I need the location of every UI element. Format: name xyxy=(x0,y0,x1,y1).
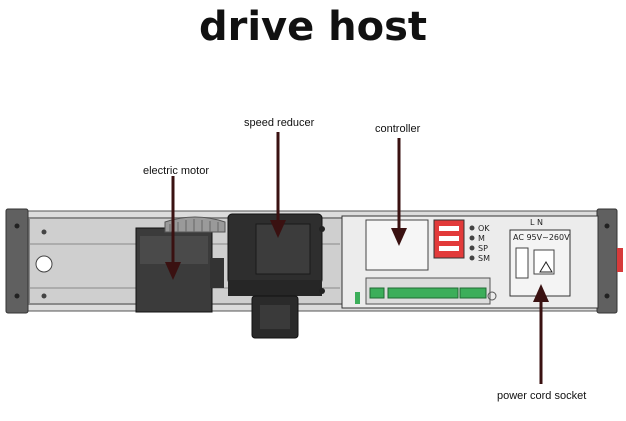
diagram-title: drive host xyxy=(198,4,428,50)
led-label-sm: SM xyxy=(478,254,490,263)
terminal-label: L N xyxy=(530,218,543,227)
label-speed-reducer: speed reducer xyxy=(244,117,315,129)
voltage-label: AC 95V~260V xyxy=(513,233,570,242)
led-label-m: M xyxy=(478,234,485,243)
label-controller: controller xyxy=(375,123,421,135)
power-socket-block: L N AC 95V~260V xyxy=(487,218,571,301)
led-label-sp: SP xyxy=(478,244,488,253)
label-power-cord-socket: power cord socket xyxy=(497,390,587,402)
label-electric-motor: electric motor xyxy=(143,165,210,177)
led-label-ok: OK xyxy=(478,224,490,233)
left-end-cap xyxy=(5,208,53,314)
speed-reducer-body xyxy=(227,213,325,339)
electric-motor-body xyxy=(135,216,226,313)
arrows xyxy=(165,132,549,384)
